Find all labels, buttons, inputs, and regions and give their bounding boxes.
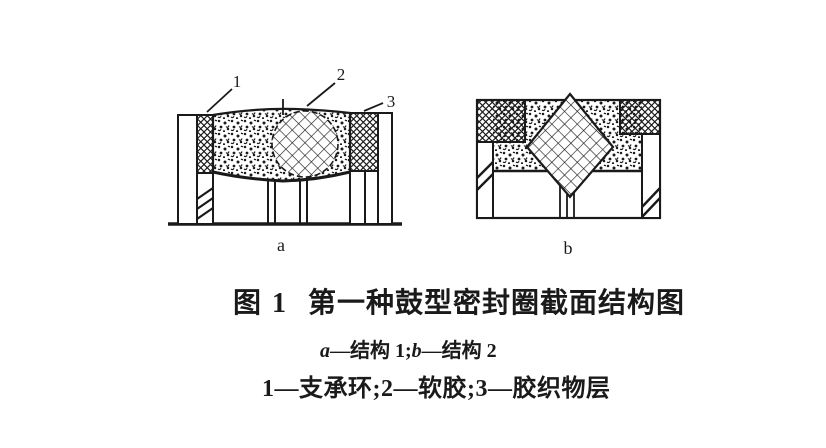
fabric-layer-right-a — [349, 112, 379, 172]
support-ring-left-b — [476, 141, 494, 219]
diagram-a: 1 2 3 a — [168, 65, 402, 255]
fabric-block-left-b — [476, 99, 526, 143]
right-band-hatch-b — [641, 187, 661, 218]
center-columns-a — [267, 179, 308, 224]
part-legend: 1—支承环;2—软胶;3—胶织物层 — [262, 376, 611, 402]
callout-1-leader — [206, 88, 233, 113]
figure-number: 图 1 — [233, 288, 289, 319]
variant-a-text: —结构 1; — [330, 340, 412, 362]
left-leg-hatch-a — [196, 187, 214, 220]
variant-a-label: a — [320, 340, 330, 362]
figure-title: 第一种鼓型密封圈截面结构图 — [308, 288, 686, 319]
callout-2-number: 2 — [337, 65, 346, 84]
variant-b-label: b — [411, 340, 422, 362]
callout-1-number: 1 — [233, 72, 242, 91]
callout-3-number: 3 — [387, 92, 396, 111]
support-ring-right-b — [641, 133, 661, 219]
rubber-core-a — [271, 110, 339, 178]
variant-key: a—结构 1;b—结构 2 — [320, 334, 497, 363]
callout-3-leader — [363, 102, 384, 112]
diagram-b: b — [475, 92, 662, 258]
bowl-bottom-a — [212, 170, 351, 183]
support-ring-left-a — [177, 114, 198, 225]
fabric-block-right-b — [619, 99, 661, 135]
callout-2-leader — [306, 82, 336, 107]
figure-caption: 图 1 第一种鼓型密封圈截面结构图 — [233, 281, 685, 321]
left-band-hatch-b — [476, 161, 494, 191]
diagram-b-label: b — [564, 238, 573, 258]
support-ring-right-a — [377, 112, 393, 225]
variant-b-text: —结构 2 — [421, 340, 497, 362]
rubber-core-b — [525, 92, 615, 199]
diagram-a-label: a — [277, 235, 285, 255]
fabric-layer-left-a — [196, 114, 214, 174]
